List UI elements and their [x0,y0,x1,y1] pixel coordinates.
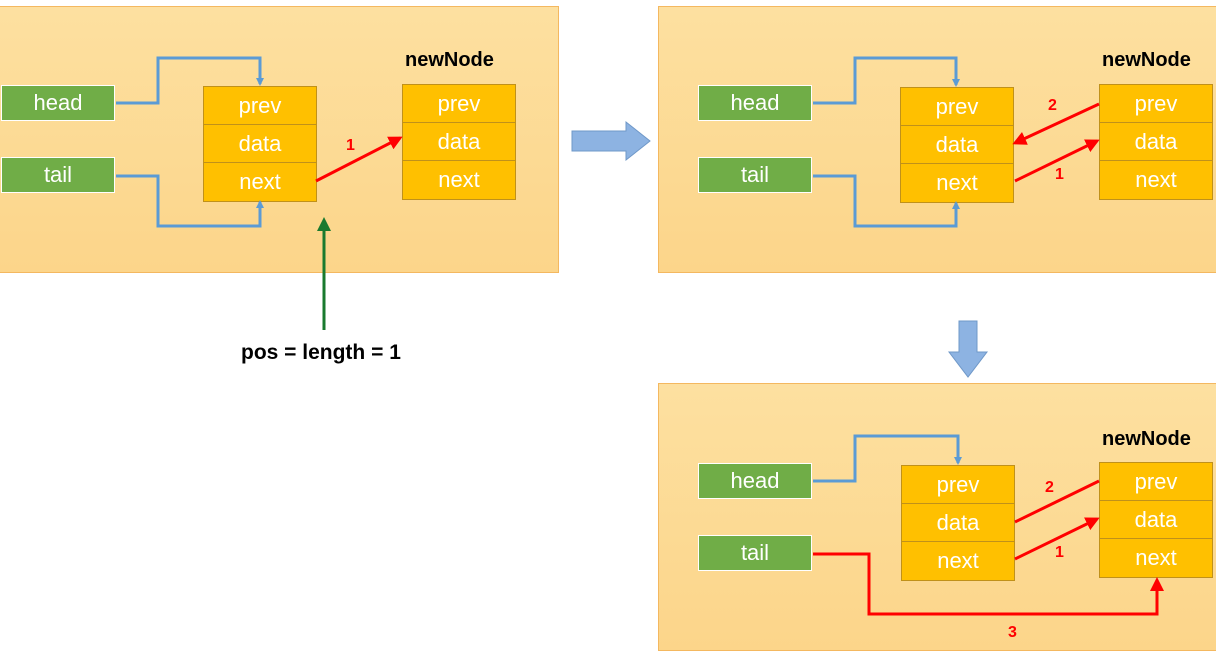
new-node-prev-field: prev [403,85,515,123]
node-prev-field: prev [204,87,316,125]
step-3-label: 3 [1008,624,1017,641]
step-1-label: 1 [1055,166,1064,183]
tail-pointer: tail [698,157,812,193]
flow-arrow-right [571,120,651,162]
node-next-field: next [204,163,316,201]
new-node-data-field: data [1100,123,1212,161]
new-node-next-field: next [403,161,515,199]
new-node: prev data next [1099,84,1213,200]
step-1-label: 1 [346,137,355,154]
tail-pointer: tail [698,535,812,571]
new-node-title: newNode [1102,428,1191,450]
flow-arrow-down [947,320,989,378]
step-2-label: 2 [1045,479,1054,496]
head-pointer: head [698,85,812,121]
node-data-field: data [204,125,316,163]
node-next-field: next [901,164,1013,202]
new-node: prev data next [1099,462,1213,578]
new-node-next-field: next [1100,539,1212,577]
existing-node: prev data next [203,86,317,202]
node-data-field: data [901,126,1013,164]
tail-pointer: tail [1,157,115,193]
new-node-next-field: next [1100,161,1212,199]
new-node-title: newNode [405,49,494,71]
existing-node: prev data next [900,87,1014,203]
node-next-field: next [902,542,1014,580]
position-condition: pos = length = 1 [241,341,401,364]
head-pointer: head [1,85,115,121]
existing-node: prev data next [901,465,1015,581]
new-node-data-field: data [403,123,515,161]
new-node-data-field: data [1100,501,1212,539]
head-pointer: head [698,463,812,499]
step-2-label: 2 [1048,97,1057,114]
node-prev-field: prev [901,88,1013,126]
new-node-prev-field: prev [1100,463,1212,501]
new-node-title: newNode [1102,49,1191,71]
step-1-label: 1 [1055,544,1064,561]
new-node-prev-field: prev [1100,85,1212,123]
node-data-field: data [902,504,1014,542]
new-node: prev data next [402,84,516,200]
node-prev-field: prev [902,466,1014,504]
